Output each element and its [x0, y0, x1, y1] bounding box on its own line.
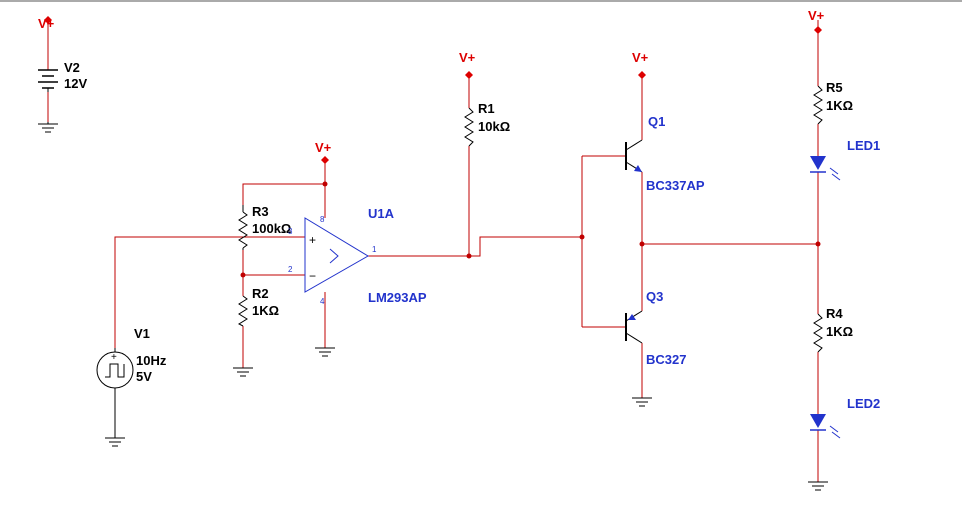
resistor-r5: R5 1KΩ	[813, 80, 853, 125]
svg-text:V1: V1	[134, 326, 150, 341]
svg-text:V+: V+	[38, 16, 55, 31]
svg-text:V+: V+	[808, 8, 825, 23]
led-1: LED1	[810, 138, 880, 181]
svg-text:4: 4	[320, 297, 325, 306]
ground-symbols	[38, 122, 828, 491]
resistor-r1: R1 10kΩ	[464, 101, 510, 147]
transistor-q3: Q3 BC327	[625, 289, 686, 367]
svg-text:100kΩ: 100kΩ	[252, 221, 291, 236]
resistor-r4: R4 1KΩ	[813, 306, 853, 353]
svg-text:R3: R3	[252, 204, 269, 219]
svg-text:12V: 12V	[64, 76, 87, 91]
supply-v2: V+	[38, 16, 55, 31]
supply-opamp: V+	[315, 140, 332, 164]
svg-text:Q1: Q1	[648, 114, 665, 129]
transistor-q1: Q1 BC337AP	[625, 114, 705, 193]
svg-text:8: 8	[320, 215, 325, 224]
wires	[47, 20, 819, 482]
svg-text:R2: R2	[252, 286, 269, 301]
svg-text:5V: 5V	[136, 369, 152, 384]
supply-r1: V+	[459, 50, 476, 79]
battery-v2: V2 12V	[38, 60, 87, 92]
svg-text:V+: V+	[459, 50, 476, 65]
led-2: LED2	[810, 396, 880, 439]
svg-text:Q3: Q3	[646, 289, 663, 304]
svg-text:3: 3	[288, 227, 293, 236]
opamp-u1a: + − 3 2 1 8 4 U1A LM293AP	[288, 206, 427, 306]
svg-text:V2: V2	[64, 60, 80, 75]
svg-text:V+: V+	[632, 50, 649, 65]
junctions	[240, 181, 821, 278]
svg-text:R4: R4	[826, 306, 843, 321]
svg-text:R5: R5	[826, 80, 843, 95]
svg-text:1KΩ: 1KΩ	[826, 324, 853, 339]
svg-text:10kΩ: 10kΩ	[478, 119, 510, 134]
svg-text:BC337AP: BC337AP	[646, 178, 705, 193]
svg-text:1KΩ: 1KΩ	[252, 303, 279, 318]
supply-q1: V+	[632, 50, 649, 79]
svg-text:V+: V+	[315, 140, 332, 155]
svg-text:U1A: U1A	[368, 206, 395, 221]
svg-text:LM293AP: LM293AP	[368, 290, 427, 305]
svg-text:2: 2	[288, 265, 293, 274]
svg-text:1: 1	[372, 245, 377, 254]
svg-text:LED1: LED1	[847, 138, 880, 153]
resistor-r2: R2 1KΩ	[237, 286, 279, 327]
svg-text:BC327: BC327	[646, 352, 686, 367]
svg-text:10Hz: 10Hz	[136, 353, 167, 368]
svg-text:+: +	[111, 352, 117, 363]
svg-text:R1: R1	[478, 101, 495, 116]
resistor-r3: R3 100kΩ	[238, 204, 291, 250]
supply-r5: V+	[808, 8, 825, 34]
svg-text:1KΩ: 1KΩ	[826, 98, 853, 113]
svg-text:−: −	[309, 269, 316, 283]
svg-text:+: +	[309, 233, 316, 247]
svg-text:LED2: LED2	[847, 396, 880, 411]
source-v1: + V1 10Hz 5V	[96, 326, 167, 410]
